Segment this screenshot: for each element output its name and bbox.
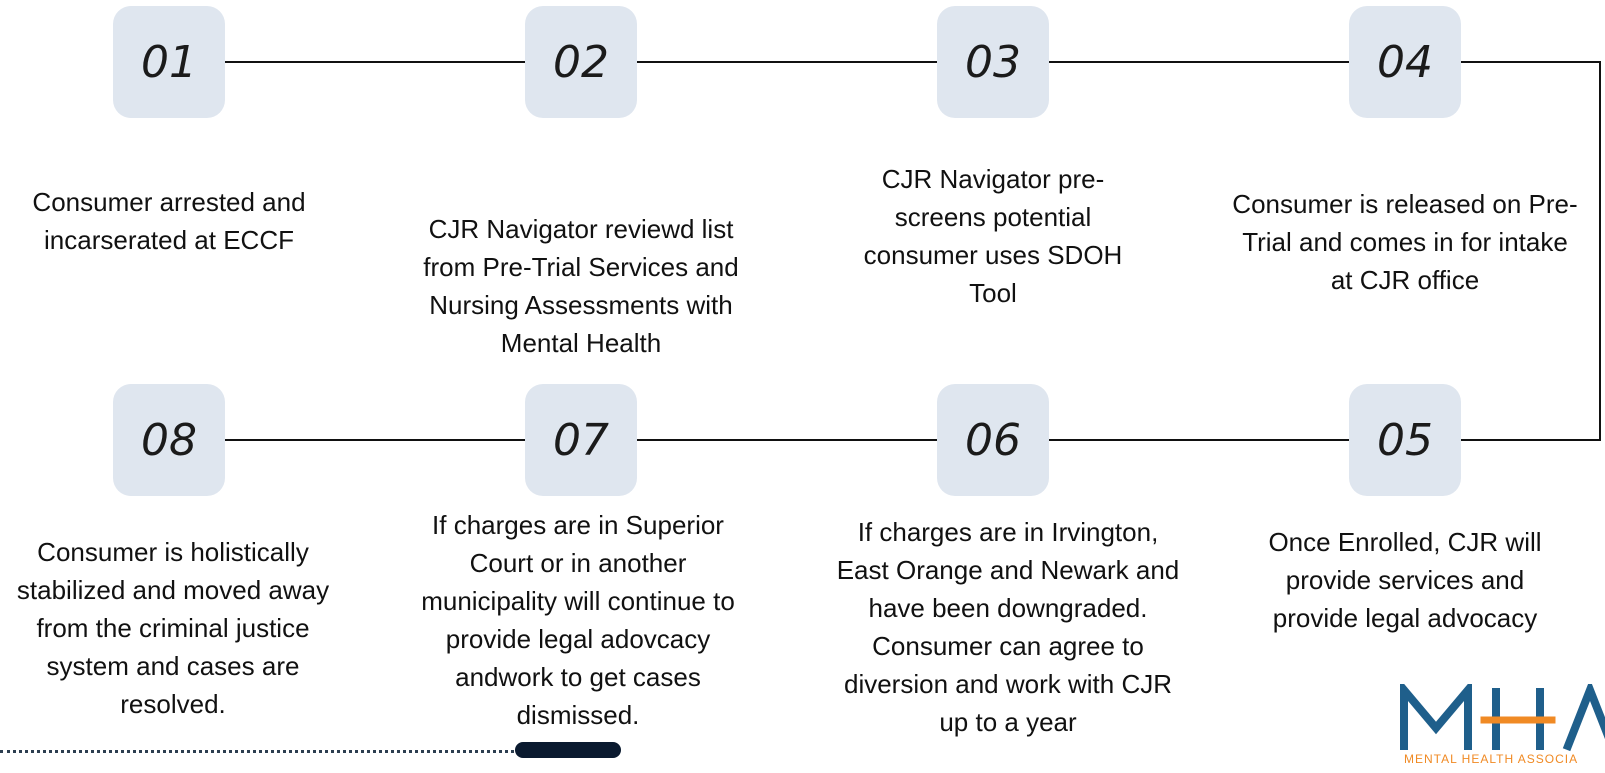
step-05-number: 05 <box>1349 384 1461 496</box>
step-07-number: 07 <box>525 384 637 496</box>
step-01-text: Consumer arrested and incarserated at EC… <box>32 187 306 255</box>
mha-logo-tagline: MENTAL HEALTH ASSOCIA <box>1404 752 1579 766</box>
step-08-text: Consumer is holistically stabilized and … <box>16 537 330 719</box>
step-01-number: 01 <box>113 6 225 118</box>
step-02-number: 02 <box>525 6 637 118</box>
step-04-text: Consumer is released on Pre-Trial and co… <box>1232 189 1578 295</box>
step-08-number: 08 <box>113 384 225 496</box>
step-05-text: Once Enrolled, CJR will provide services… <box>1268 527 1542 633</box>
connector-04-05 <box>1461 61 1601 441</box>
step-04-number: 04 <box>1349 6 1461 118</box>
step-07-text: If charges are in Superior Court or in a… <box>421 510 735 730</box>
step-03-text: CJR Navigator pre-screens potential cons… <box>863 164 1123 308</box>
step-03-number: 03 <box>937 6 1049 118</box>
step-06-number: 06 <box>937 384 1049 496</box>
step-06-text: If charges are in Irvington, East Orange… <box>836 517 1180 737</box>
slide-progress-pill <box>515 742 621 758</box>
step-02-text: CJR Navigator reviewd list from Pre-Tria… <box>423 214 739 358</box>
dotted-divider <box>0 750 520 753</box>
